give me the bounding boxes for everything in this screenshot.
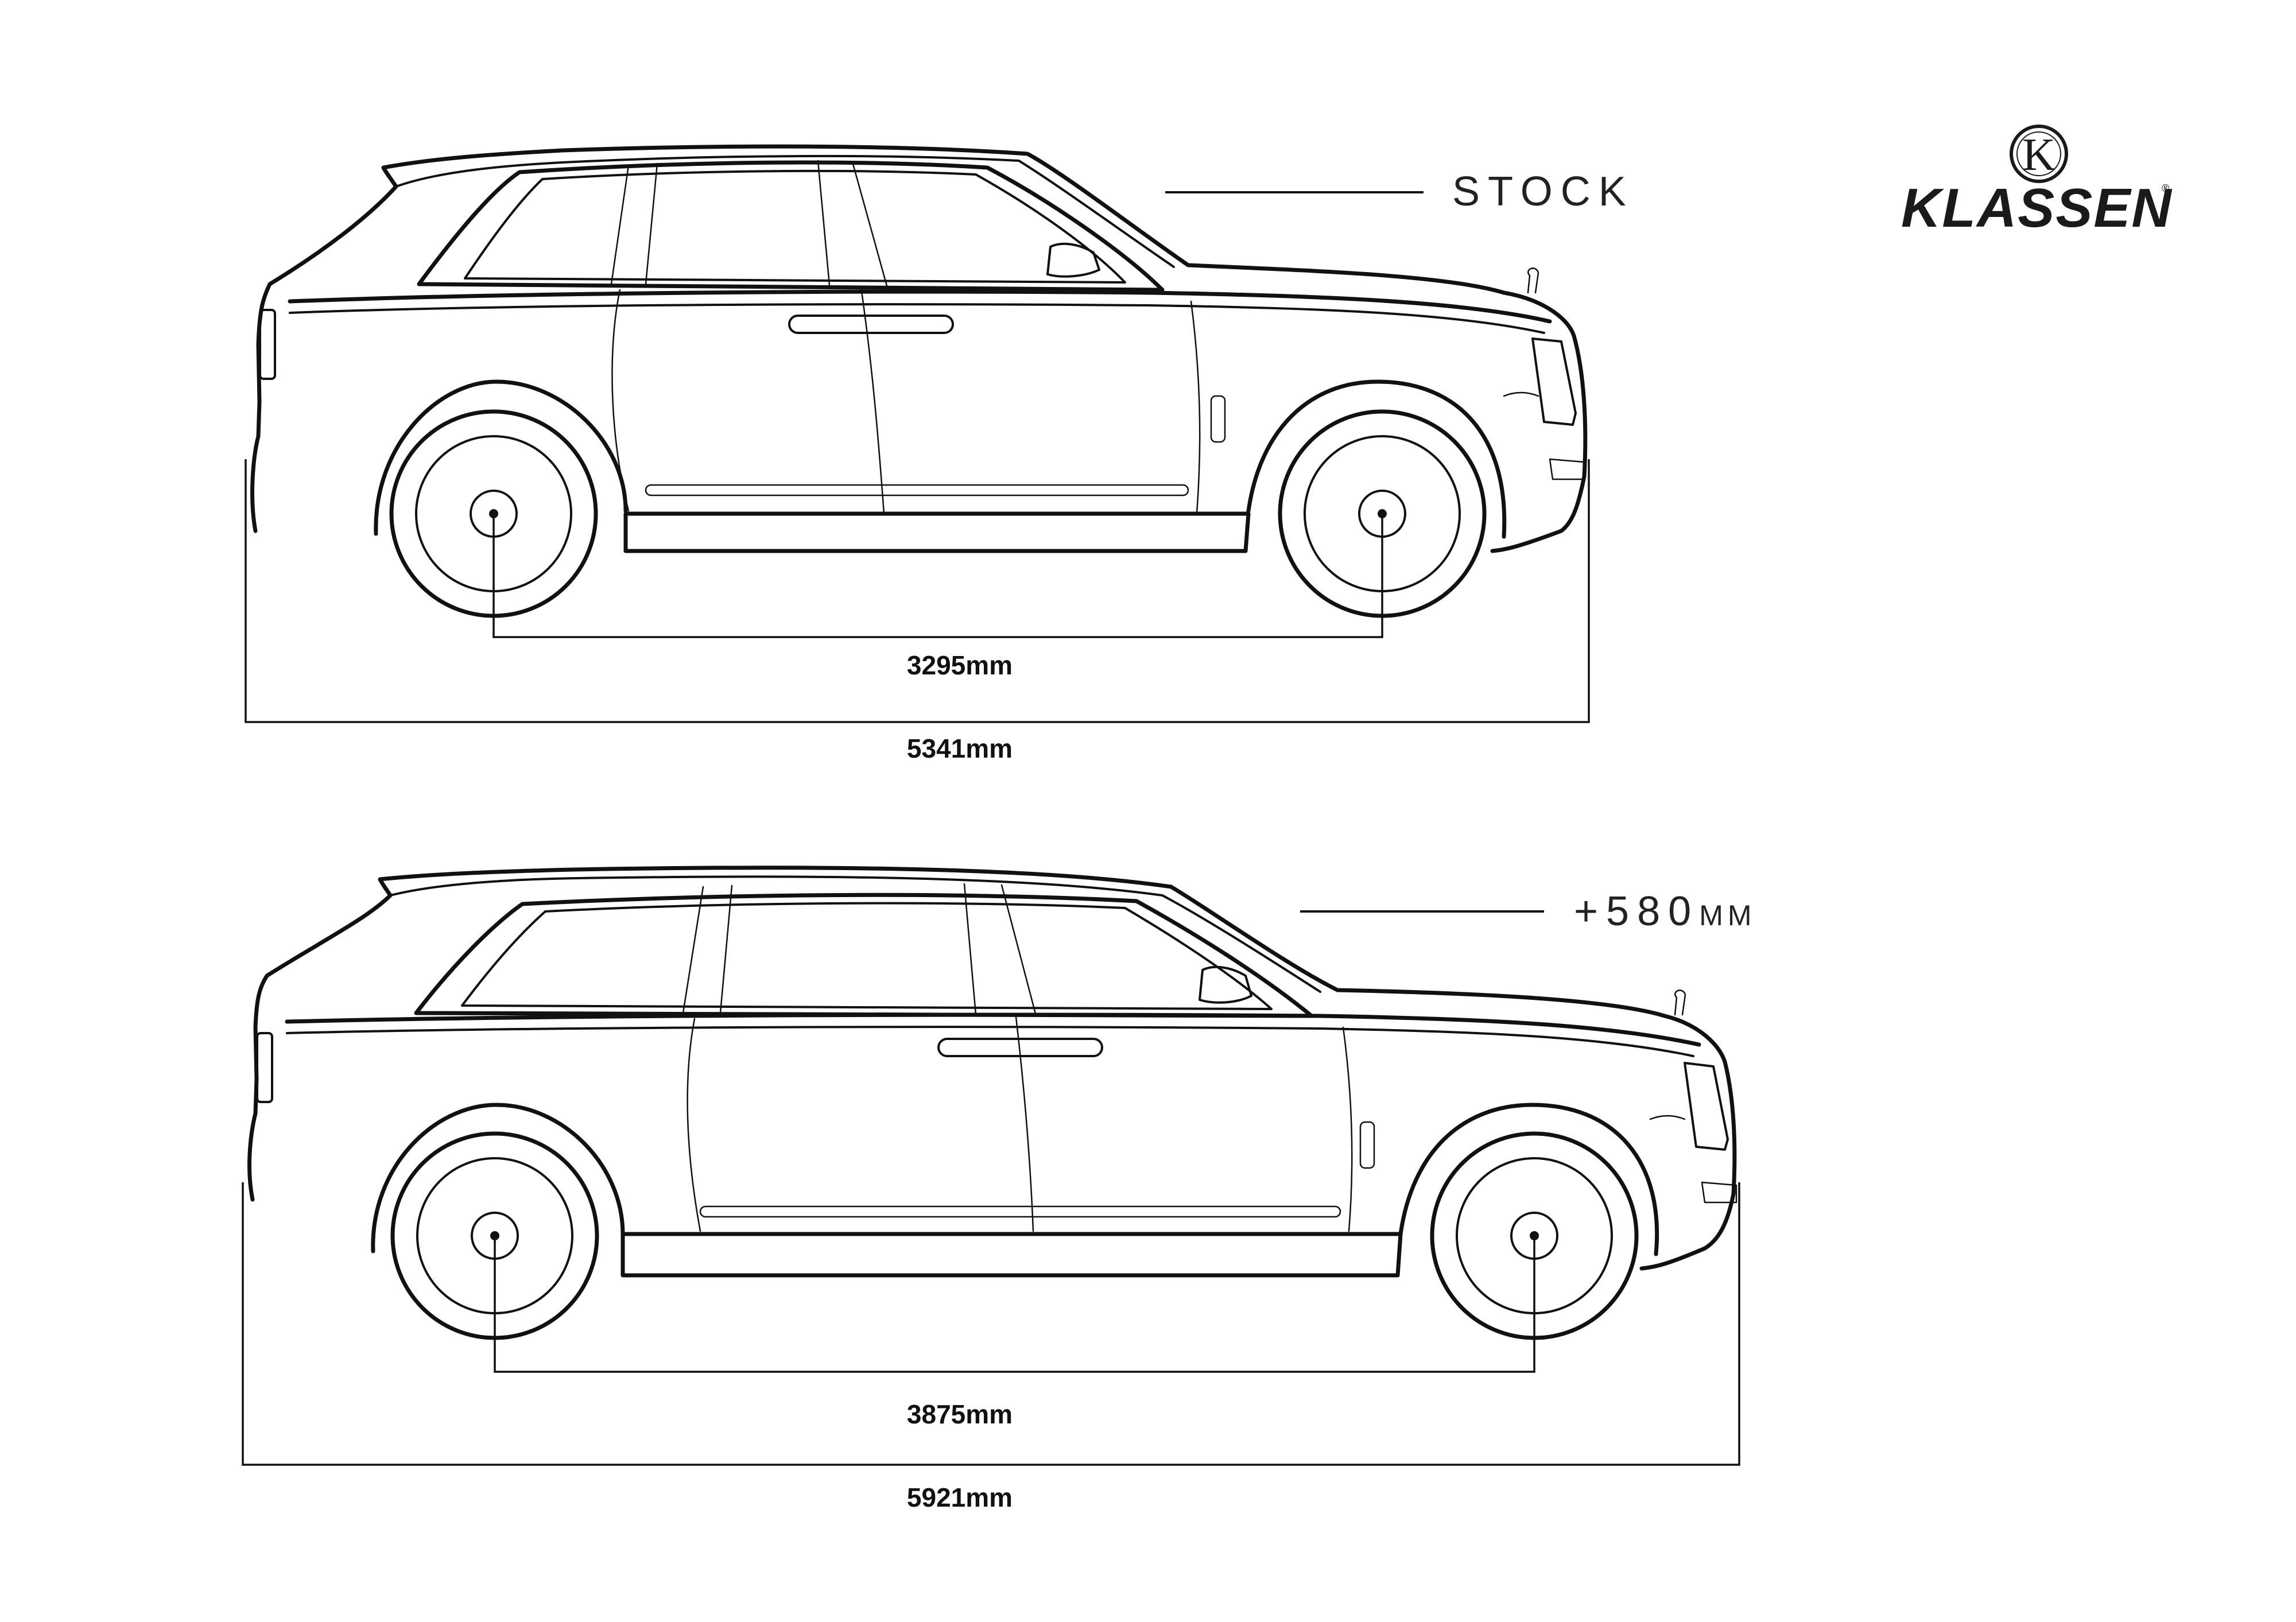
extended-window-frame [414, 893, 1314, 1018]
stock-front-wheel-arch [1246, 379, 1507, 539]
stock-vehicle-drawing [250, 144, 1588, 618]
extended-front-door-seam-rear [1015, 1016, 1034, 1232]
stock-c-pillar-rear [851, 161, 888, 287]
extended-c-pillar-front [963, 883, 977, 1016]
extended-belt-line [285, 1012, 1701, 1047]
stock-front-door-seam [1190, 300, 1201, 515]
extended-version-unit: MM [1699, 899, 1756, 932]
stock-rear-wheel-arch [374, 379, 628, 536]
stock-fender-badge [1210, 395, 1226, 443]
extended-window-inner [461, 902, 1273, 1010]
extended-version-label: +580MM [1574, 888, 1756, 934]
stock-body-outline [250, 144, 1588, 553]
stock-front-door-seam-rear [860, 286, 885, 515]
stock-b-pillar-rear [645, 162, 658, 285]
stock-b-pillar-front [610, 164, 630, 285]
brand-monogram-letter: K [2022, 130, 2055, 180]
stock-version-label: STOCK [1452, 169, 1634, 215]
stock-door-handle [788, 315, 954, 334]
extended-body-outline [247, 866, 1737, 1271]
extended-side-mirror [1199, 965, 1252, 1004]
extended-rear-wheel-arch [371, 1103, 625, 1254]
extended-side-indicator [1649, 1115, 1686, 1120]
extended-length-line [242, 1182, 1740, 1466]
stock-tail-light [259, 309, 276, 380]
stock-window-frame [417, 160, 1165, 292]
brand-logo: K KLASSEN ® [1901, 125, 2173, 239]
extended-dimensions: 3875mm 5921mm [242, 1182, 1740, 1512]
stock-hood-ornament [1527, 267, 1539, 294]
stock-belt-line [288, 289, 1552, 324]
stock-roof-inner [395, 154, 1175, 268]
stock-side-trim [645, 484, 1189, 496]
stock-dimensions: 3295mm 5341mm [245, 459, 1590, 763]
extended-front-door-seam [1342, 1026, 1353, 1232]
stock-c-pillar-front [817, 160, 831, 286]
stock-side-mirror [1046, 242, 1100, 278]
extended-wheelbase-label: 3875mm [907, 1399, 1013, 1429]
brand-name: KLASSEN [1901, 177, 2173, 239]
extended-side-trim [699, 1205, 1341, 1218]
brand-monogram-ring [2010, 125, 2068, 183]
extended-b-pillar-rear [719, 884, 733, 1014]
extended-belt-line-lower [286, 1026, 1694, 1057]
extended-headlight [1684, 1062, 1729, 1151]
stock-side-indicator [1503, 391, 1539, 397]
stock-length-line [245, 459, 1590, 723]
extended-version-value: +580 [1574, 888, 1699, 934]
extended-side-sill [620, 1232, 1403, 1278]
extended-door-handle [937, 1038, 1103, 1057]
extended-fender-badge [1359, 1121, 1375, 1169]
stock-headlight [1531, 337, 1577, 426]
stock-belt-line-lower [289, 303, 1545, 334]
extended-roof-inner [389, 875, 1321, 993]
stock-wheelbase-label: 3295mm [907, 650, 1013, 680]
stock-wheelbase-line [492, 514, 1383, 638]
extended-hood-ornament [1674, 990, 1686, 1016]
brand-registered-mark: ® [2162, 183, 2169, 194]
extended-wheelbase-line [494, 1236, 1535, 1373]
stock-front-bumper-vent [1549, 458, 1585, 480]
stock-side-sill [623, 511, 1251, 553]
stock-window-inner [464, 169, 1126, 284]
brand-monogram-inner-ring [2016, 131, 2061, 176]
extended-vehicle-drawing [247, 866, 1737, 1340]
extended-c-pillar-rear [1000, 884, 1037, 1017]
extended-b-pillar-front [682, 886, 704, 1014]
extended-tail-light [256, 1032, 273, 1103]
extended-rear-door-seam [687, 1018, 701, 1232]
extended-front-wheel-arch [1398, 1103, 1659, 1256]
extended-length-label: 5921mm [907, 1483, 1013, 1512]
stock-length-label: 5341mm [907, 734, 1013, 763]
extended-front-bumper-vent [1701, 1181, 1737, 1204]
